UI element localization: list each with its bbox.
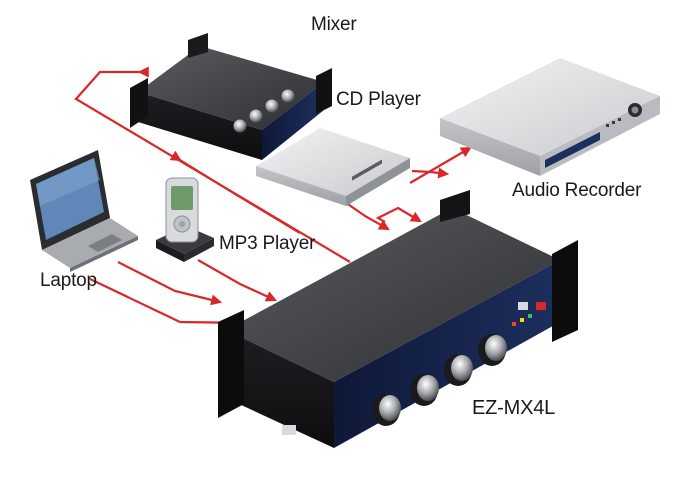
audio-recorder-device <box>440 58 660 176</box>
mixer-knobs <box>233 89 295 133</box>
mixer-device <box>130 33 332 160</box>
mp3-player-device <box>156 177 214 262</box>
ez-mx4l-device <box>218 190 578 448</box>
mp3-player-label: MP3 Player <box>219 233 316 254</box>
ez-mx4l-knobs <box>372 334 507 426</box>
status-leds <box>512 302 546 326</box>
input-knob-2[interactable] <box>410 374 439 406</box>
cable-recorder-up <box>409 146 472 184</box>
audio-recorder-label: Audio Recorder <box>512 180 642 201</box>
laptop-label: Laptop <box>40 270 97 291</box>
cable-cd-a <box>341 199 390 231</box>
ez-mx4l-label: EZ-MX4L <box>472 397 556 419</box>
input-knob-4[interactable] <box>478 334 507 366</box>
mixer-label: Mixer <box>311 14 357 35</box>
cd-player-device <box>256 128 410 206</box>
cd-player-label: CD Player <box>336 89 421 110</box>
input-knob-3[interactable] <box>444 354 473 386</box>
cable-recorder <box>375 206 422 223</box>
cable-mp3 <box>197 259 278 302</box>
cable-mixer-in <box>169 150 301 234</box>
laptop-device <box>30 150 138 272</box>
cable-laptop-a <box>117 261 223 306</box>
input-knob-1[interactable] <box>372 394 401 426</box>
cable-laptop-b <box>89 278 251 329</box>
